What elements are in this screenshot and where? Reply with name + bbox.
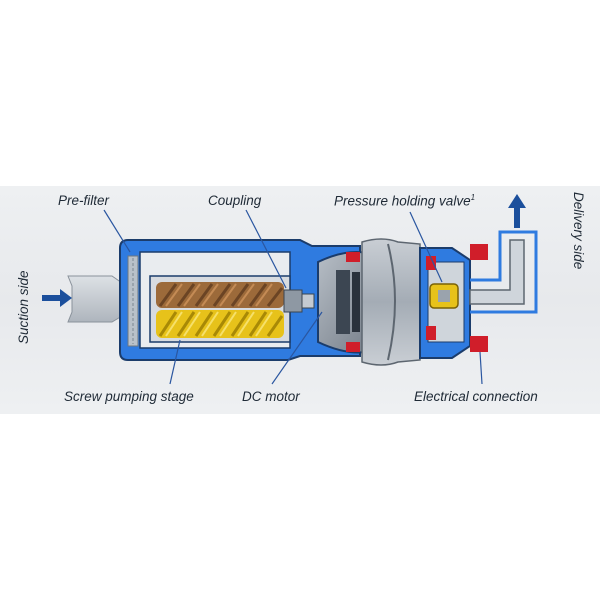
delivery-side-label: Delivery side: [571, 192, 586, 270]
suction-inlet: [67, 275, 123, 323]
pre-filter-label: Pre-filter: [58, 193, 110, 208]
electrical-connection-terminal: [470, 336, 488, 352]
coupling: [283, 289, 315, 313]
leader-lines: [103, 209, 483, 385]
coupling-label: Coupling: [208, 193, 262, 208]
screw-pumping-stage-label: Screw pumping stage: [64, 389, 194, 404]
pressure-holding-valve: [429, 283, 459, 309]
pressure-holding-valve-text: Pressure holding valve: [334, 193, 471, 209]
electrical-connection-label: Electrical connection: [414, 389, 538, 404]
electrical-terminals: [426, 244, 488, 352]
screw-pumping-stage: [156, 282, 284, 338]
pressure-holding-valve-superscript: 1: [470, 193, 476, 202]
suction-side-label: Suction side: [16, 270, 31, 344]
pre-filter-element: [127, 255, 139, 347]
dc-motor-label: DC motor: [242, 389, 300, 404]
pressure-holding-valve-label: Pressure holding valve1: [334, 193, 475, 209]
suction-arrow: [42, 289, 72, 307]
delivery-outlet: [469, 230, 538, 314]
delivery-arrow: [508, 194, 526, 228]
